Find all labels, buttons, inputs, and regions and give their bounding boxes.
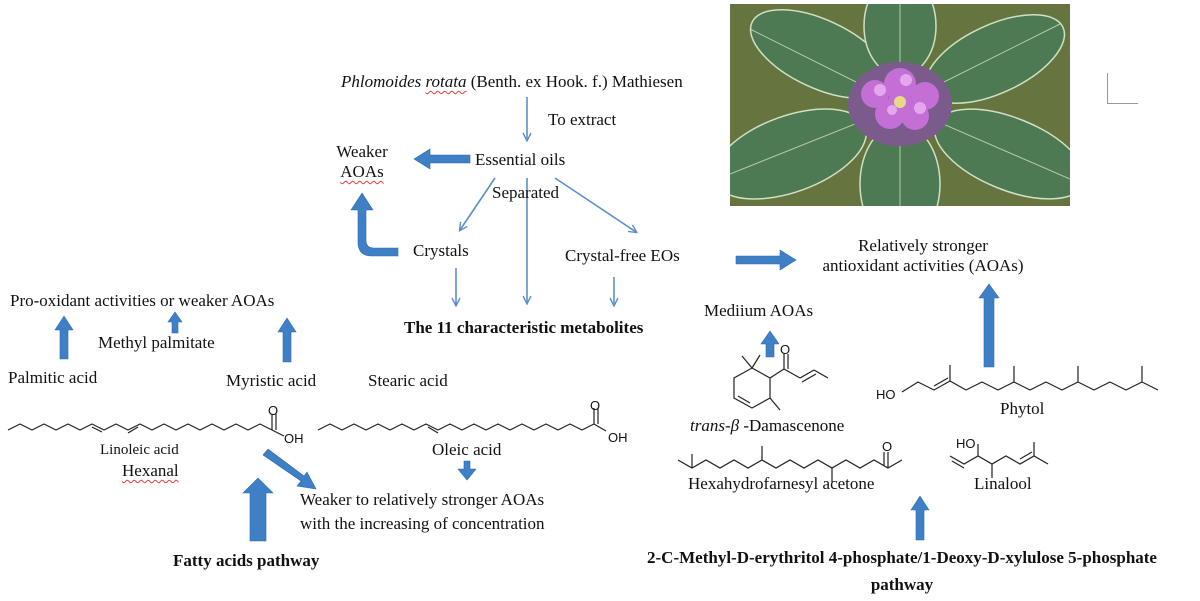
damascenone-suffix: -Damascenone	[743, 416, 845, 435]
damascenone-carbonyl-o: O	[780, 342, 791, 357]
block-arrow-phytol	[978, 283, 1000, 368]
stronger-line1: Relatively stronger	[858, 236, 988, 255]
block-arrow-stronger	[735, 249, 797, 271]
hexahydrofarnesyl-acetone-label: Hexahydrofarnesyl acetone	[688, 474, 875, 493]
block-arrow-oleic	[457, 460, 477, 481]
block-arrow-methyl	[167, 311, 183, 334]
mep-line1: 2-C-Methyl-D-erythritol 4-phosphate/1-De…	[647, 548, 1157, 567]
block-arrow-fatty	[242, 477, 274, 542]
block-arrow-mep	[910, 495, 930, 541]
linoleic-carbonyl-o: O	[268, 403, 279, 418]
linalool-structure	[949, 442, 1049, 478]
phytol-structure	[901, 365, 1159, 393]
concentration-line1: Weaker to relatively stronger AOAs	[300, 490, 545, 509]
block-arrow-damascenone	[760, 330, 780, 358]
separated-label: Separated	[492, 183, 560, 202]
oleic-acid-structure	[317, 408, 607, 434]
palmitic-acid-label: Palmitic acid	[8, 368, 98, 387]
phytol-ho-label: HO	[876, 387, 896, 402]
damascenone-prefix: trans-β	[690, 416, 740, 435]
hexahydrofarnesyl-acetone-structure	[677, 446, 903, 482]
stearic-acid-label: Stearic acid	[368, 371, 448, 390]
mep-line2: pathway	[870, 575, 934, 594]
block-arrow-linoleic	[262, 448, 317, 490]
species-name: Phlomoides rotata (Benth. ex Hook. f.) M…	[341, 72, 683, 92]
block-arrow-crystals-up	[350, 192, 399, 257]
corner-mark	[1107, 73, 1138, 104]
crystals-label: Crystals	[413, 241, 469, 260]
arrow-to-crystals	[460, 177, 496, 230]
essential-oils-label: Essential oils	[475, 150, 566, 169]
stronger-line2: antioxidant activities (AOAs)	[822, 256, 1024, 275]
linalool-label: Linalool	[974, 474, 1032, 493]
block-arrow-myristic	[277, 317, 297, 363]
block-arrow-palmitic	[54, 315, 74, 360]
oleic-acid-label: Oleic acid	[432, 440, 502, 459]
myristic-acid-label: Myristic acid	[226, 371, 317, 390]
metabolites-label: The 11 characteristic metabolites	[404, 318, 644, 337]
linoleic-acid-structure	[7, 414, 285, 437]
to-extract-label: To extract	[548, 110, 617, 129]
phytol-label: Phytol	[1000, 399, 1045, 418]
species-epithet-label: rotata	[425, 72, 467, 91]
stronger-aoas-label: Relatively stronger antioxidant activiti…	[798, 236, 1048, 276]
acetone-carbonyl-o: O	[882, 439, 893, 454]
fatty-acids-pathway-label: Fatty acids pathway	[173, 551, 320, 570]
genus-label: Phlomoides	[341, 72, 422, 91]
mep-pathway-label: 2-C-Methyl-D-erythritol 4-phosphate/1-De…	[602, 548, 1200, 595]
methyl-palmitate-label: Methyl palmitate	[98, 333, 215, 352]
linoleic-oh-label: OH	[284, 431, 304, 446]
hexanal-label: Hexanal	[122, 461, 179, 480]
medium-aoas-label: Mediium AOAs	[704, 301, 814, 320]
concentration-line2: with the increasing of concentration	[300, 514, 545, 533]
weaker-line1: Weaker	[336, 142, 388, 161]
block-arrow-weaker	[413, 148, 471, 170]
prooxidant-label: Pro-oxidant activities or weaker AOAs	[10, 291, 275, 310]
plant-photo	[730, 4, 1070, 206]
crystal-free-label: Crystal-free EOs	[565, 246, 680, 265]
damascenone-label: trans-β -Damascenone	[690, 416, 844, 436]
oleic-carbonyl-o: O	[590, 398, 601, 413]
damascenone-structure	[733, 354, 829, 411]
oleic-oh-label: OH	[608, 430, 628, 445]
concentration-label: Weaker to relatively stronger AOAs with …	[300, 490, 545, 534]
arrow-to-crystal-free	[554, 177, 636, 232]
linoleic-acid-label: Linoleic acid	[100, 442, 179, 458]
linalool-ho-label: HO	[956, 436, 976, 451]
authority-label: (Benth. ex Hook. f.) Mathiesen	[470, 72, 683, 91]
weaker-aoas-label: Weaker AOAs	[322, 142, 402, 182]
weaker-line2: AOAs	[340, 162, 384, 181]
